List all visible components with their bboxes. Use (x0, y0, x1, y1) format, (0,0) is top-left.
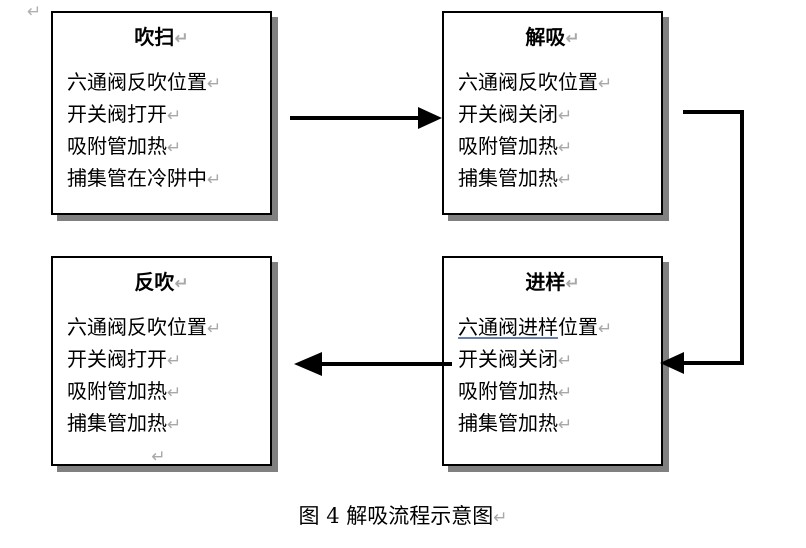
flow-box-line: 吸附管加热↵ (458, 131, 661, 163)
arrow-inject-to-backflush (294, 352, 452, 376)
flow-box-backflush[interactable]: 反吹↵ 六通阀反吹位置↵ 开关阀打开↵ 吸附管加热↵ 捕集管加热↵ ↵ (51, 256, 272, 467)
flow-box-trailing-line: ↵ (67, 440, 270, 472)
paragraph-mark-icon: ↵ (207, 74, 222, 94)
flow-box-line: 捕集管在冷阱中↵ (67, 163, 270, 195)
figure-caption-text: 图 4 解吸流程示意图 (298, 504, 494, 528)
flow-box-purge-title-text: 吹扫 (134, 25, 175, 49)
flow-box-line-text: 吸附管加热 (67, 134, 167, 158)
paragraph-mark-icon: ↵ (493, 508, 508, 528)
arrow-purge-to-desorb (290, 107, 442, 129)
flow-box-line-text: 开关阀关闭 (458, 347, 558, 371)
paragraph-mark-icon: ↵ (167, 383, 182, 403)
flow-box-desorb-lines: 六通阀反吹位置↵ 开关阀关闭↵ 吸附管加热↵ 捕集管加热↵ (444, 67, 661, 195)
flow-box-line: 开关阀关闭↵ (458, 99, 661, 131)
flow-box-line-text: 吸附管加热 (67, 379, 167, 403)
paragraph-mark-icon: ↵ (565, 29, 580, 49)
flow-box-line-text: 六通阀反吹位置 (67, 70, 207, 94)
flow-box-line: 吸附管加热↵ (458, 376, 661, 408)
flow-box-line-underlined-text: 六通阀进样 (458, 315, 558, 339)
flow-box-backflush-lines: 六通阀反吹位置↵ 开关阀打开↵ 吸附管加热↵ 捕集管加热↵ ↵ (53, 312, 270, 472)
flow-box-backflush-title: 反吹↵ (53, 272, 270, 293)
flow-box-line: 吸附管加热↵ (67, 131, 270, 163)
flow-box-line-text: 吸附管加热 (458, 379, 558, 403)
flow-box-line: 捕集管加热↵ (458, 163, 661, 195)
paragraph-mark-icon: ↵ (167, 351, 182, 371)
paragraph-mark-icon: ↵ (558, 351, 573, 371)
flow-box-desorb-title-text: 解吸 (525, 25, 566, 49)
flow-box-line: 开关阀打开↵ (67, 99, 270, 131)
paragraph-mark-icon: ↵ (167, 415, 182, 435)
flow-box-purge[interactable]: 吹扫↵ 六通阀反吹位置↵ 开关阀打开↵ 吸附管加热↵ 捕集管在冷阱中↵ (51, 11, 272, 215)
paragraph-mark-icon: ↵ (167, 106, 182, 126)
flow-box-line-text: 捕集管在冷阱中 (67, 166, 207, 190)
flow-box-line: 吸附管加热↵ (67, 376, 270, 408)
flow-box-purge-title: 吹扫↵ (53, 27, 270, 48)
flow-box-inject-title-text: 进样 (525, 270, 566, 294)
paragraph-mark-icon: ↵ (598, 319, 613, 339)
flow-box-line: 六通阀进样位置↵ (458, 312, 661, 344)
flow-box-inject[interactable]: 进样↵ 六通阀进样位置↵ 开关阀关闭↵ 吸附管加热↵ 捕集管加热↵ (442, 256, 663, 466)
flow-box-line-text: 开关阀打开 (67, 347, 167, 371)
paragraph-mark-icon: ↵ (151, 447, 166, 467)
paragraph-mark-icon: ↵ (167, 138, 182, 158)
paragraph-mark-icon: ↵ (558, 383, 573, 403)
paragraph-mark-icon: ↵ (27, 2, 42, 22)
flow-box-line: 六通阀反吹位置↵ (67, 312, 270, 344)
arrow-desorb-to-inject (660, 110, 744, 374)
paragraph-mark-icon: ↵ (558, 138, 573, 158)
flow-box-line: 开关阀打开↵ (67, 344, 270, 376)
paragraph-mark-icon: ↵ (598, 74, 613, 94)
paragraph-mark-icon: ↵ (565, 274, 580, 294)
flow-box-line-text: 开关阀打开 (67, 102, 167, 126)
flow-box-purge-lines: 六通阀反吹位置↵ 开关阀打开↵ 吸附管加热↵ 捕集管在冷阱中↵ (53, 67, 270, 195)
flow-box-line-text: 开关阀关闭 (458, 102, 558, 126)
flow-box-line-text: 捕集管加热 (458, 411, 558, 435)
flow-box-desorb[interactable]: 解吸↵ 六通阀反吹位置↵ 开关阀关闭↵ 吸附管加热↵ 捕集管加热↵ (442, 11, 663, 215)
flow-box-line: 捕集管加热↵ (458, 408, 661, 440)
paragraph-mark-icon: ↵ (558, 415, 573, 435)
paragraph-mark-icon: ↵ (207, 319, 222, 339)
flow-box-inject-lines: 六通阀进样位置↵ 开关阀关闭↵ 吸附管加热↵ 捕集管加热↵ (444, 312, 661, 440)
flow-box-line: 六通阀反吹位置↵ (458, 67, 661, 99)
flow-box-line-text: 捕集管加热 (67, 411, 167, 435)
paragraph-mark-icon: ↵ (558, 106, 573, 126)
flow-box-desorb-title: 解吸↵ (444, 27, 661, 48)
paragraph-mark-icon: ↵ (174, 29, 189, 49)
paragraph-mark-icon: ↵ (174, 274, 189, 294)
flow-box-line-text: 六通阀反吹位置 (458, 70, 598, 94)
figure-caption: 图 4 解吸流程示意图↵ (0, 500, 806, 530)
paragraph-mark-icon: ↵ (558, 170, 573, 190)
flow-box-backflush-title-text: 反吹 (134, 270, 175, 294)
flow-box-line-text: 吸附管加热 (458, 134, 558, 158)
flow-box-inject-title: 进样↵ (444, 272, 661, 293)
flow-box-line-text: 位置 (558, 315, 598, 339)
flow-box-line: 捕集管加热↵ (67, 408, 270, 440)
flow-box-line-text: 六通阀反吹位置 (67, 315, 207, 339)
flow-box-line: 开关阀关闭↵ (458, 344, 661, 376)
flow-box-line-text: 捕集管加热 (458, 166, 558, 190)
paragraph-mark-icon: ↵ (207, 170, 222, 190)
flow-box-line: 六通阀反吹位置↵ (67, 67, 270, 99)
